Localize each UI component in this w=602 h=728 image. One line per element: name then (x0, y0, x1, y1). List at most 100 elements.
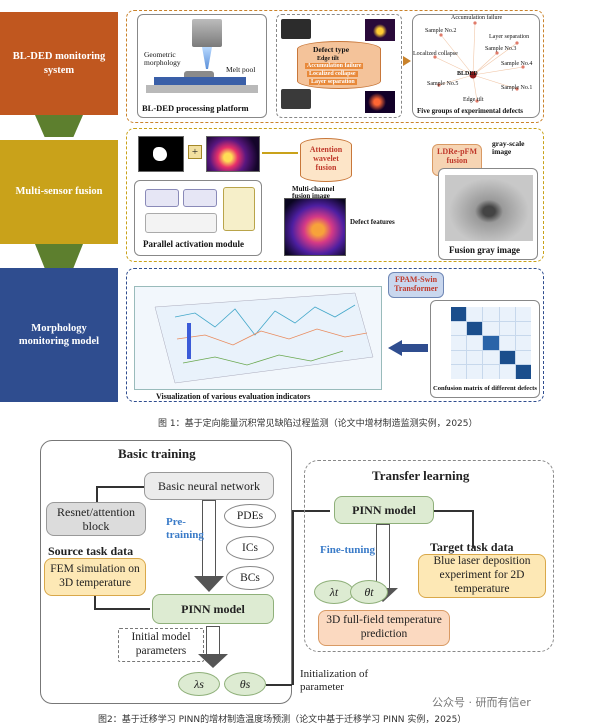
pretrain-arrow (202, 500, 216, 576)
mask-image (138, 136, 184, 172)
plus-sign: + (188, 145, 202, 159)
arrow-to-chart (388, 340, 402, 356)
transfer-region (304, 460, 554, 652)
resnet-box: Resnet/attention block (46, 502, 146, 536)
pinn-model-box: PINN model (152, 594, 274, 624)
pretrain-arrow-head (194, 576, 224, 592)
multichannel-label: Multi-channel fusion image (292, 185, 335, 201)
melt-pool-label: Melt pool (226, 65, 256, 74)
pt-edge-tilt: Edge tilt (463, 97, 484, 103)
init-line-top (292, 510, 330, 512)
stage-connector-1 (35, 115, 83, 137)
region-monitoring (126, 10, 544, 123)
fusion-arrow-1 (262, 152, 298, 154)
module-block-1 (145, 189, 179, 207)
prediction-box: 3D full-field temperature prediction (318, 610, 450, 646)
confusion-panel: Confusion matrix of different defects (430, 300, 540, 398)
pt-layer-sep: Layer separation (489, 34, 530, 40)
arrow-resnet-nn-v (96, 486, 98, 502)
params-arrow (206, 626, 220, 654)
base-plate-icon (146, 85, 258, 93)
gray-image (445, 175, 533, 241)
pt-sample1: Sample No.1 (501, 85, 533, 91)
arrow-target-pinn-v (472, 510, 474, 548)
pt-sample4: Sample No.4 (501, 61, 533, 67)
module-block-4 (145, 213, 217, 233)
pretraining-label: Pre-training (166, 516, 204, 541)
finetune-arrow (376, 524, 390, 588)
parallel-label: Parallel activation module (143, 239, 244, 249)
init-line-h (266, 684, 292, 686)
confusion-grid (451, 307, 531, 379)
arrow-target-pinn (434, 510, 472, 512)
grayscale-label: gray-scale image (492, 139, 525, 156)
pt-blded: BLDED (457, 71, 478, 77)
defect-edge-tilt: Edge tilt (317, 56, 339, 62)
basic-training-region (40, 440, 292, 704)
thermal-image (206, 136, 260, 172)
region-morphology (126, 268, 544, 402)
defect-separation: Layer separation (309, 79, 357, 85)
defect-accumulation: Accumulation failure (305, 63, 364, 69)
pt-accumulation: Accumulation failure (451, 15, 503, 21)
scatter-graph (433, 21, 525, 103)
mask-blob (153, 147, 167, 161)
params-arrow-head (198, 654, 228, 668)
finetuning-label: Fine-tuning (320, 544, 376, 556)
pt-localized: Localized collapse (413, 51, 458, 57)
pt-sample2: Sample No.2 (425, 28, 457, 34)
init-line-v (292, 510, 294, 685)
confusion-label: Confusion matrix of different defects (433, 385, 537, 392)
fem-box: FEM simulation on 3D temperature (44, 558, 146, 596)
thermal-photo-1 (365, 19, 395, 41)
arrow-to-chart-shaft (402, 344, 428, 352)
defect-collapse: Localized collapse (307, 71, 358, 77)
target-task-title: Target task data (430, 540, 514, 554)
laser-beam-icon (202, 47, 212, 69)
arrow-fem-pinn-v (94, 596, 96, 608)
geometric-label: Geometric morphology (144, 50, 181, 67)
fpam-box: FPAM-Swin Transformer (388, 272, 444, 298)
platform-panel: Geometric morphology Melt pool BL-DED pr… (137, 14, 267, 118)
five-groups-label: Five groups of experimental defects (417, 107, 524, 115)
bcs-oval: BCs (226, 566, 274, 590)
five-groups-panel: Accumulation failure Sample No.2 Layer s… (412, 14, 540, 118)
metrics-chart-lines (154, 292, 374, 384)
source-task-title: Source task data (48, 544, 134, 558)
module-block-3 (223, 187, 255, 231)
init-param-label: Initialization of parameter (300, 668, 369, 694)
theta-s-oval: θs (224, 672, 266, 696)
module-block-2 (183, 189, 217, 207)
defect-panel: Defect type Edge tilt Accumulation failu… (276, 14, 402, 118)
parallel-panel: Parallel activation module (134, 180, 262, 256)
figure2-caption: 图2：基于迁移学习 PINN的增材制造温度场预测（论文中基于迁移学习 PINN … (98, 715, 467, 725)
camera-photo-1 (281, 19, 311, 39)
stage-bl-ded-monitoring: BL-DED monitoring system (0, 12, 118, 115)
blue-laser-box: Blue laser deposition experiment for 2D … (418, 554, 546, 598)
camera-photo-2 (281, 89, 311, 109)
defect-type-title: Defect type (313, 45, 350, 54)
fusion-gray-panel: Fusion gray image (438, 168, 538, 260)
initial-params-box: Initial model parameters (118, 628, 204, 662)
pt-sample5: Sample No.5 (427, 81, 459, 87)
basic-training-title: Basic training (118, 446, 196, 461)
attention-label: Attention wavelet fusion (309, 145, 343, 172)
platform-label: BL-DED processing platform (142, 103, 249, 113)
ics-oval: ICs (226, 536, 274, 560)
metrics-chart-3d (134, 286, 382, 390)
watermark: 公众号 · 研而有信er (432, 696, 531, 709)
pinn-model2-box: PINN model (334, 496, 434, 524)
figure1-caption: 图 1：基于定向能量沉积常见缺陷过程监测（论文中增材制造监测实例，2025） (158, 419, 478, 429)
defect-feature-image (284, 198, 346, 256)
vis-label: Visualization of various evaluation indi… (156, 392, 311, 401)
fusion-gray-label: Fusion gray image (449, 245, 520, 255)
stage-multi-sensor-fusion: Multi-sensor fusion (0, 140, 118, 244)
pdes-oval: PDEs (224, 504, 276, 528)
defect-features-label: Defect features (350, 218, 395, 226)
pt-sample3: Sample No.3 (485, 46, 517, 52)
theta-t-oval-shown: θt (350, 580, 388, 604)
arrow-resnet-nn (96, 486, 144, 488)
thermal-photo-2 (365, 91, 395, 113)
laser-head-icon (192, 19, 222, 47)
region-fusion (126, 128, 544, 262)
